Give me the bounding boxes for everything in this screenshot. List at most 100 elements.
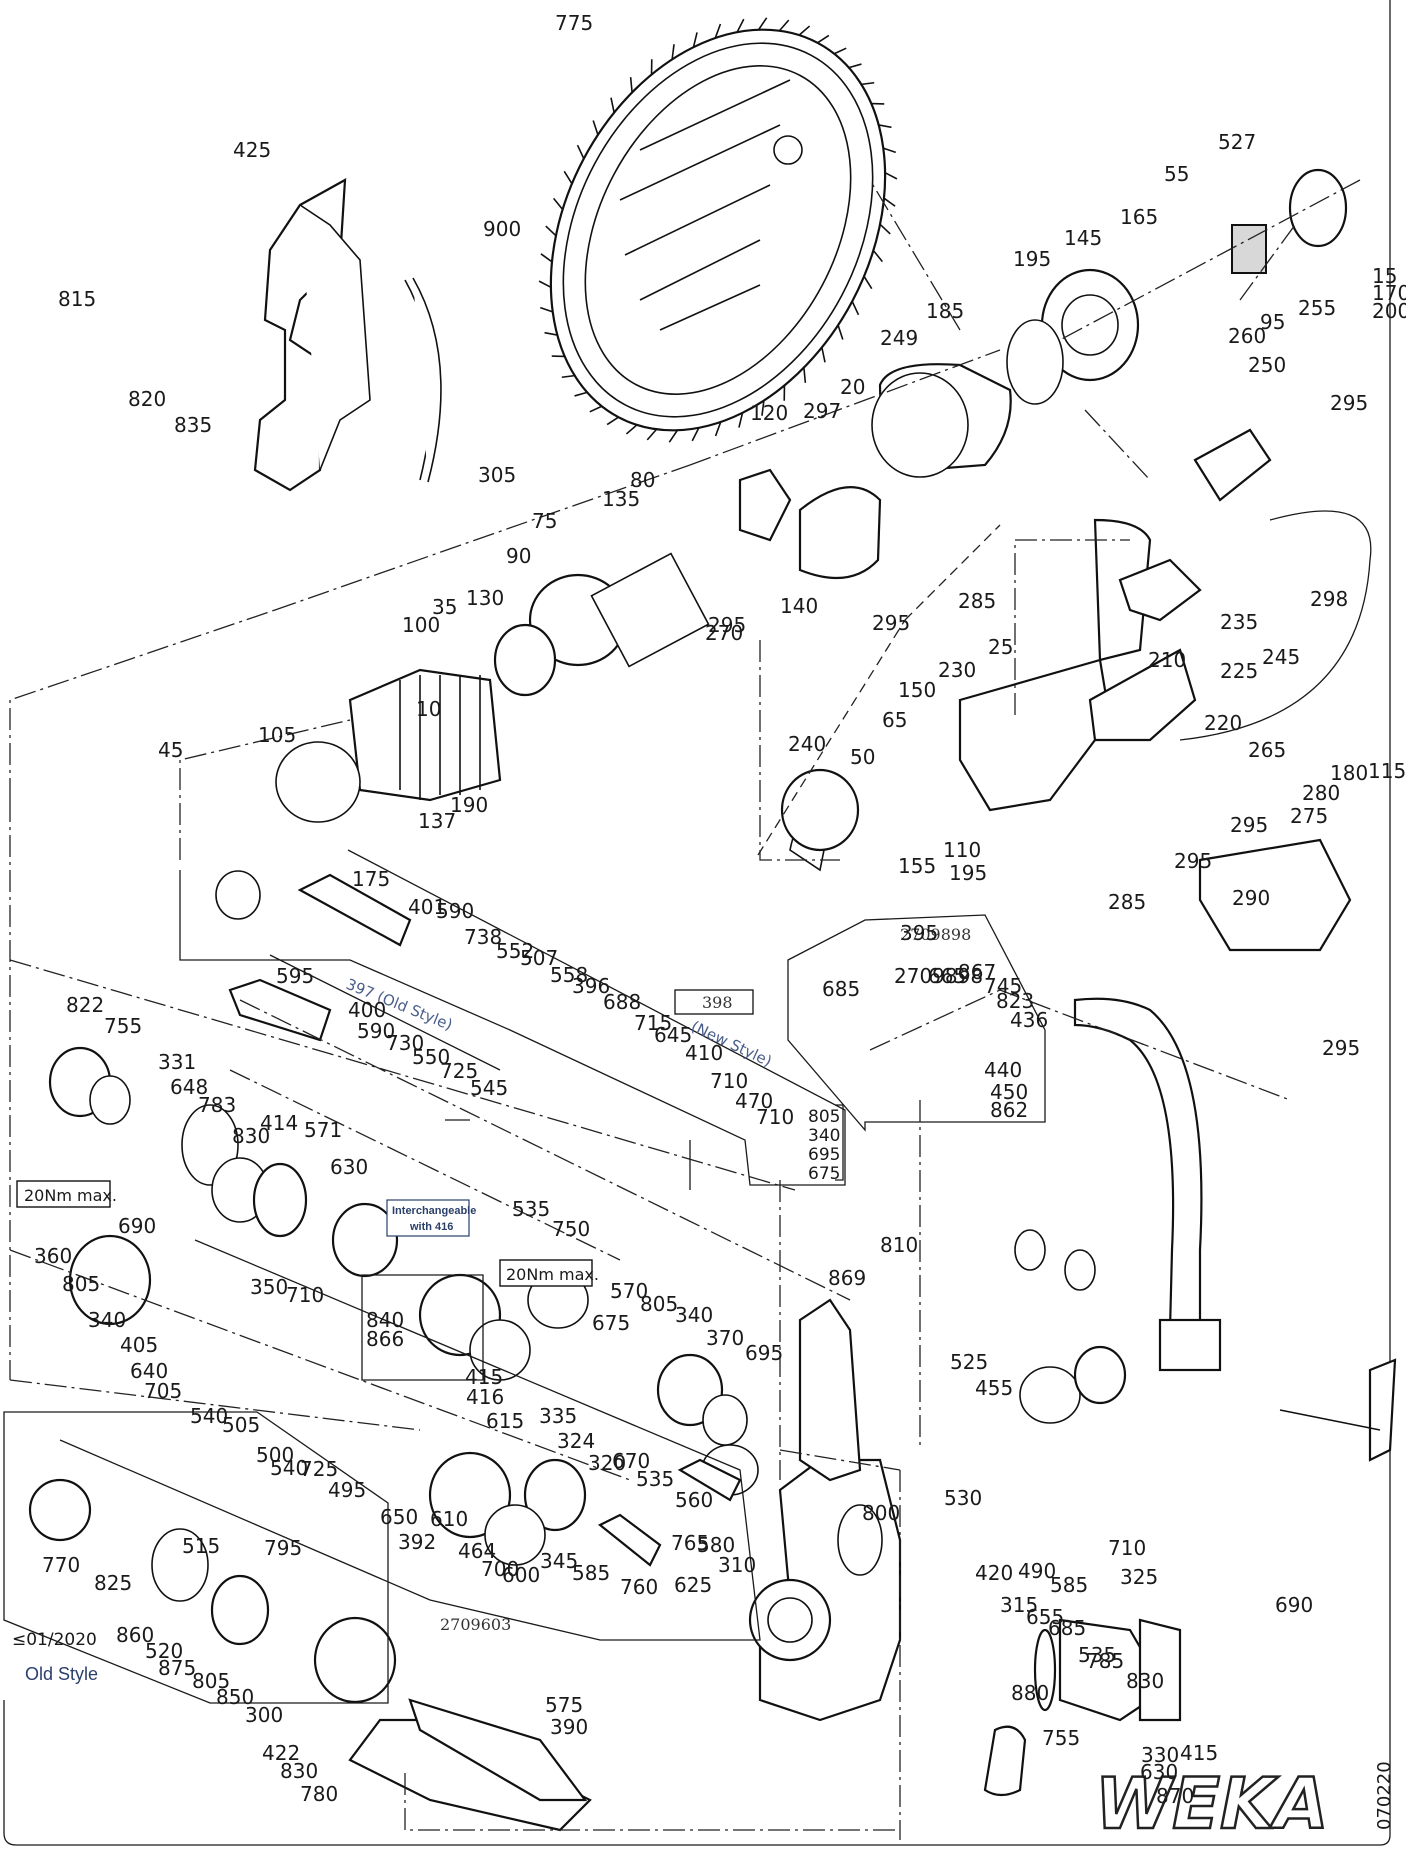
part-number-label: 590 (436, 899, 474, 923)
part-number-label: 120 (750, 401, 788, 425)
part-number-label: 738 (464, 925, 502, 949)
blade-tooth (668, 429, 679, 443)
part-number-label: 688 (603, 990, 641, 1014)
part-number-label: 25 (988, 635, 1013, 659)
part-number-label: 558 (550, 963, 588, 987)
part-number-label: 755 (1042, 1726, 1080, 1750)
part-number-label: 830 (280, 1759, 318, 1783)
blade-tooth (883, 197, 896, 207)
part-number-label: 540 (190, 1404, 228, 1428)
part-number-label: 401 (408, 895, 446, 919)
part-number-label: 710 (756, 1105, 794, 1129)
kit-2709898-label: 2709898 (900, 925, 971, 944)
svg-text:695: 695 (808, 1145, 840, 1165)
part-number-label: 830 (1126, 1669, 1164, 1693)
kit-2709603-outline (59, 1239, 761, 1641)
old-style-box (3, 1411, 389, 1704)
part-number-label: 823 (996, 989, 1034, 1013)
part-number-label: 648 (170, 1075, 208, 1099)
auxiliary-handle (983, 997, 1397, 1797)
part-number-label: 760 (620, 1575, 658, 1599)
part-number-label: 50 (850, 745, 875, 769)
part-number-label: 755 (104, 1014, 142, 1038)
part-number-label: 325 (1120, 1565, 1158, 1589)
part-number-label: 700 (481, 1557, 519, 1581)
part-number-label: 665 (928, 964, 966, 988)
part-number-label: 295 (1230, 813, 1268, 837)
part-number-label: 490 (1018, 1559, 1056, 1583)
saw-blade (538, 17, 898, 443)
part-number-label: 805 (640, 1292, 678, 1316)
blade-tooth (691, 427, 700, 442)
blade-tooth (803, 367, 807, 383)
part-number-label: 500 (256, 1443, 294, 1467)
part-number-label: 100 (402, 613, 440, 637)
part-number-label: 249 (880, 326, 918, 350)
part-number-label: 725 (300, 1457, 338, 1481)
svg-text:805: 805 (808, 1107, 840, 1127)
blade-guard (253, 178, 442, 492)
part-number-label: 867 (958, 960, 996, 984)
part-number-label: 805 (62, 1272, 100, 1296)
blade-tooth (879, 223, 891, 235)
part-number-label: 595 (276, 964, 314, 988)
part-number-label: 525 (950, 1350, 988, 1374)
part-number-label: 235 (1220, 610, 1258, 634)
part-number-label: 464 (458, 1539, 496, 1563)
part-number-label: 55 (1164, 162, 1189, 186)
old-style-caption: Old Style (25, 1664, 98, 1684)
part-number-label: 527 (1218, 130, 1256, 154)
drawing-frame (3, 0, 1391, 1846)
blade-tooth (878, 124, 892, 129)
part-number-label: 65 (882, 708, 907, 732)
blade-tooth (625, 424, 638, 435)
blade-tooth (714, 23, 722, 39)
stack-805: 805 340 695 675 (808, 1104, 844, 1184)
part-number-label: 640 (130, 1359, 168, 1383)
part-number-label: 875 (158, 1656, 196, 1680)
part-number-label: 265 (1248, 738, 1286, 762)
part-number-label: 175 (352, 867, 390, 891)
blade-tooth (757, 17, 768, 31)
part-number-label: 685 (1048, 1616, 1086, 1640)
part-number-label: 507 (520, 946, 558, 970)
part-number-label: 610 (430, 1507, 468, 1531)
part-number-label: 705 (144, 1379, 182, 1403)
part-number-label: 822 (66, 993, 104, 1017)
part-number-label: 130 (466, 586, 504, 610)
part-number-label: 550 (412, 1045, 450, 1069)
part-number-label: 645 (654, 1023, 692, 1047)
part-number-label: 140 (780, 594, 818, 618)
blade-tooth (540, 253, 553, 263)
part-number-label: 415 (1180, 1741, 1218, 1765)
torque-note-middle: 20Nm max. (499, 1259, 599, 1287)
part-number-label: 150 (898, 678, 936, 702)
part-number-label: 324 (557, 1429, 595, 1453)
svg-text:675: 675 (808, 1164, 840, 1184)
part-number-label: 225 (1220, 659, 1258, 683)
part-number-label: 165 (1120, 205, 1158, 229)
part-number-label: 862 (990, 1098, 1028, 1122)
part-number-label: 95 (1260, 310, 1285, 334)
part-number-label: 340 (675, 1303, 713, 1327)
weka-logo: WEKA (1094, 1762, 1330, 1847)
part-number-label: 710 (1108, 1536, 1146, 1560)
interchangeable-line2: with 416 (409, 1221, 453, 1233)
part-number-label: 730 (386, 1031, 424, 1055)
blade-tooth (884, 171, 898, 180)
blade-tooth (761, 400, 765, 416)
part-number-label: 630 (330, 1155, 368, 1179)
part-number-label: 535 (1078, 1643, 1116, 1667)
part-number-label: 295 (1174, 849, 1212, 873)
part-number-label: 115 (1368, 759, 1406, 783)
part-number-label: 300 (245, 1703, 283, 1727)
part-number-label: 396 (572, 974, 610, 998)
part-number-label: 155 (898, 854, 936, 878)
new-style-box (674, 989, 754, 1015)
part-number-label: 860 (116, 1623, 154, 1647)
part-number-label: 285 (1108, 890, 1146, 914)
part-number-label: 820 (128, 387, 166, 411)
part-number-label: 190 (450, 793, 488, 817)
part-number-label: 414 (260, 1111, 298, 1135)
part-number-label: 795 (264, 1536, 302, 1560)
